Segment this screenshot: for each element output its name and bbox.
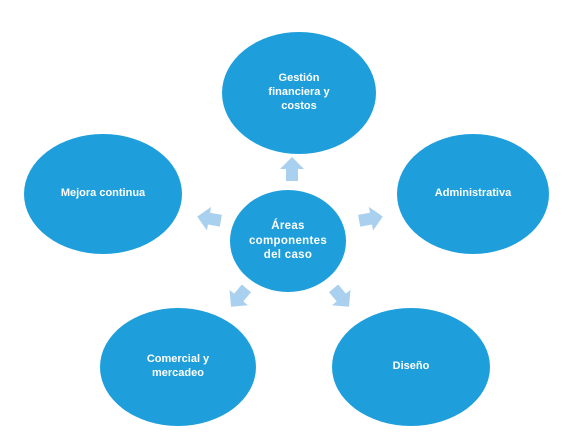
arrow-to-right <box>358 206 383 231</box>
node-label: Gestión financiera y costos <box>268 72 330 112</box>
node-administrativa: Administrativa <box>395 132 551 256</box>
node-gestion-financiera: Gestión financiera y costos <box>220 30 378 156</box>
node-diseno: Diseño <box>330 306 492 428</box>
center-label: Áreas componentes del caso <box>248 220 328 262</box>
node-mejora-continua: Mejora continua <box>22 132 184 256</box>
arrow-to-bottom-left <box>229 284 252 307</box>
node-label: Mejora continua <box>60 187 146 200</box>
node-label: Comercial y mercadeo <box>146 353 210 379</box>
node-comercial-mercadeo: Comercial y mercadeo <box>98 306 258 428</box>
node-center-areas: Áreas componentes del caso <box>228 188 348 294</box>
arrow-to-top <box>280 157 304 181</box>
node-label: Administrativa <box>434 187 512 200</box>
node-label: Diseño <box>392 360 430 373</box>
arrow-to-bottom-right <box>328 284 351 307</box>
arrow-to-left <box>197 206 222 231</box>
